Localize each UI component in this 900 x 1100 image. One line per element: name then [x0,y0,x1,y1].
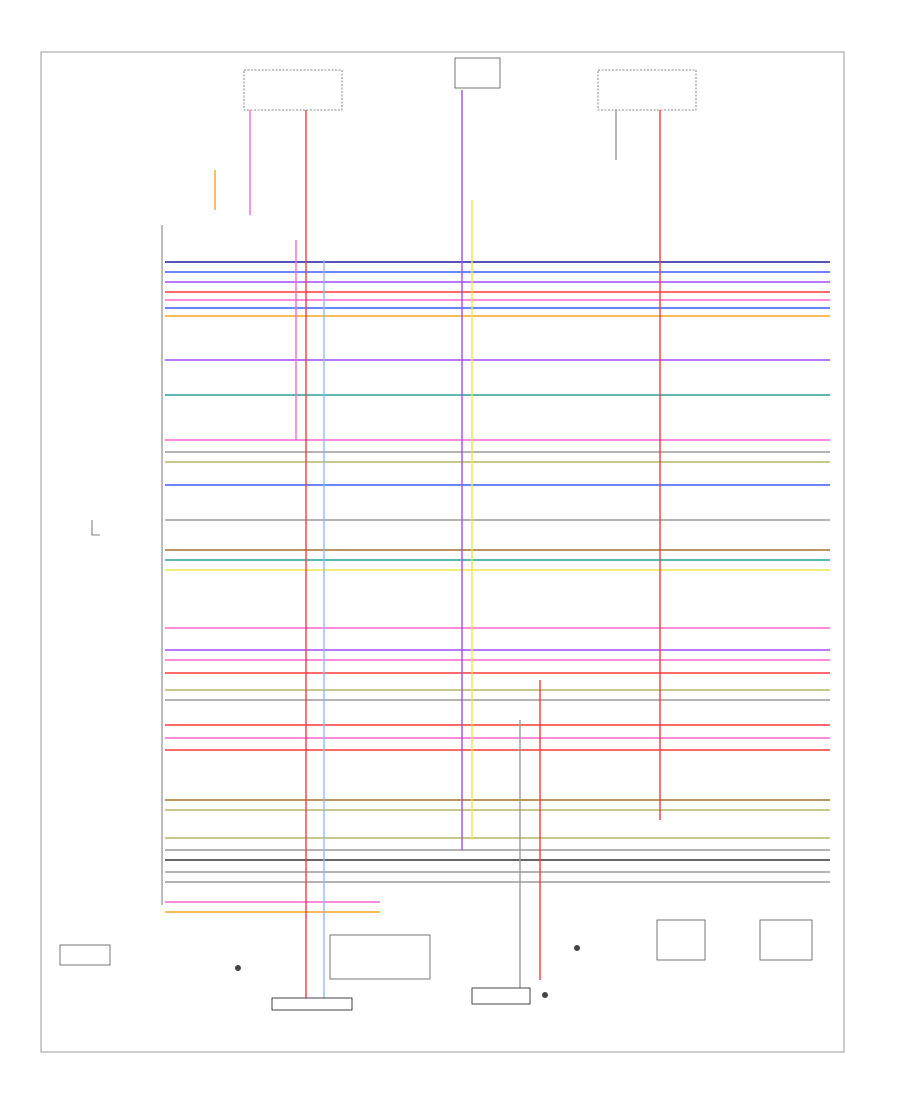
component-box-a [656,919,706,961]
bottom-connector-right [471,987,531,1005]
relay-top-center [454,57,501,89]
bottom-component-box [329,934,431,980]
bottom-connector-main [271,997,353,1011]
component-box-left [59,944,111,966]
ground-symbol-1 [235,965,241,971]
ground-symbol-3 [542,992,548,998]
wire-group [165,90,830,1000]
fuse-box-left [243,69,343,111]
component-box-b [759,919,813,961]
fuse-box-right [597,69,697,111]
diagram-frame [40,51,845,1053]
ground-symbol-2 [574,945,580,951]
left-module-bracket [91,520,100,536]
